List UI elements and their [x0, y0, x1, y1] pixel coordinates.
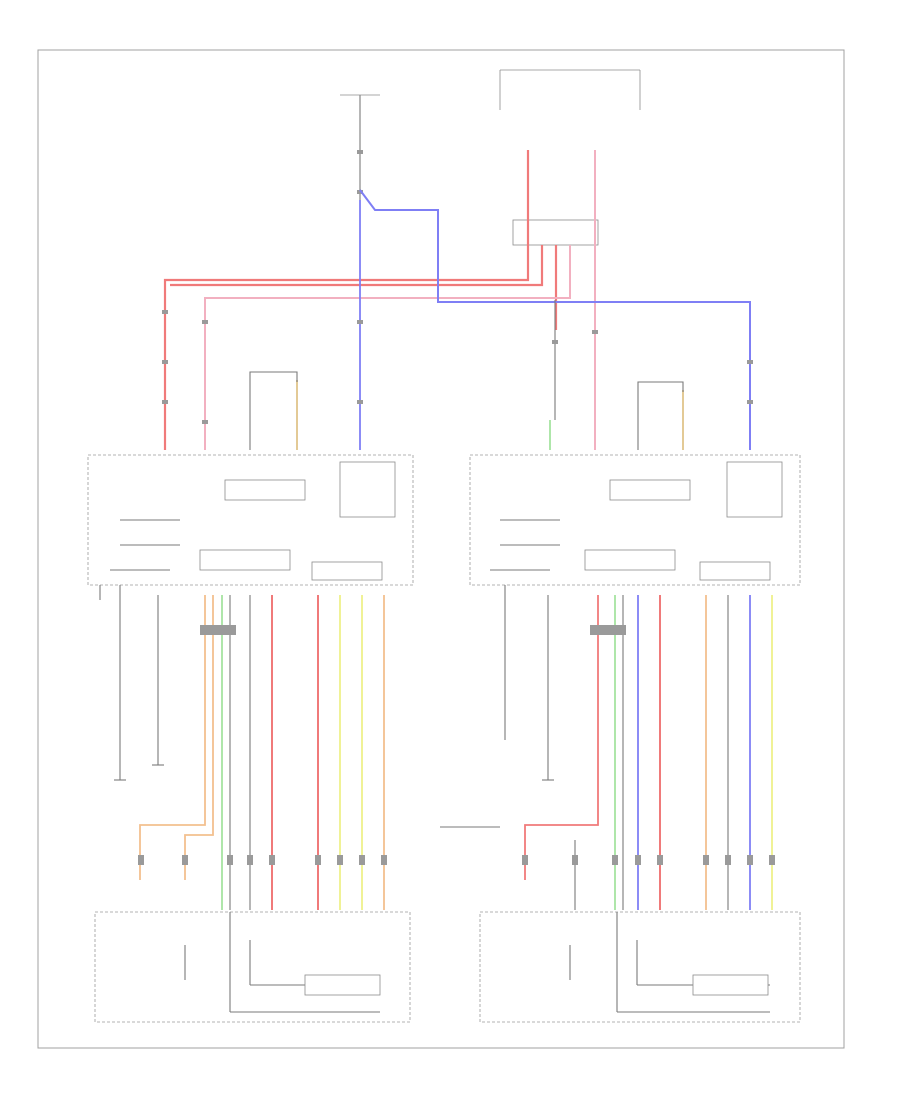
top-right-fuse-box — [499, 69, 641, 246]
left-module-internals — [99, 461, 396, 600]
wire-red-trunk — [163, 150, 530, 450]
right-bottom-module-box — [479, 911, 801, 1023]
ground-symbols — [114, 764, 554, 828]
left-bottom-module-box — [94, 911, 411, 1023]
wire-blue-trunk — [359, 189, 751, 450]
diagram-frame — [37, 49, 845, 1049]
left-module-box — [87, 454, 414, 586]
wire-red-branch-a — [170, 245, 544, 287]
harness-connectors — [138, 625, 775, 865]
top-left-fuse-feed — [340, 94, 380, 200]
right-module-internals — [490, 461, 783, 581]
wire-pink-trunk — [204, 245, 571, 450]
right-bottom-internals — [569, 912, 770, 1013]
right-module-box — [469, 454, 801, 586]
top-connectors — [162, 310, 753, 424]
left-bottom-internals — [184, 912, 381, 1013]
